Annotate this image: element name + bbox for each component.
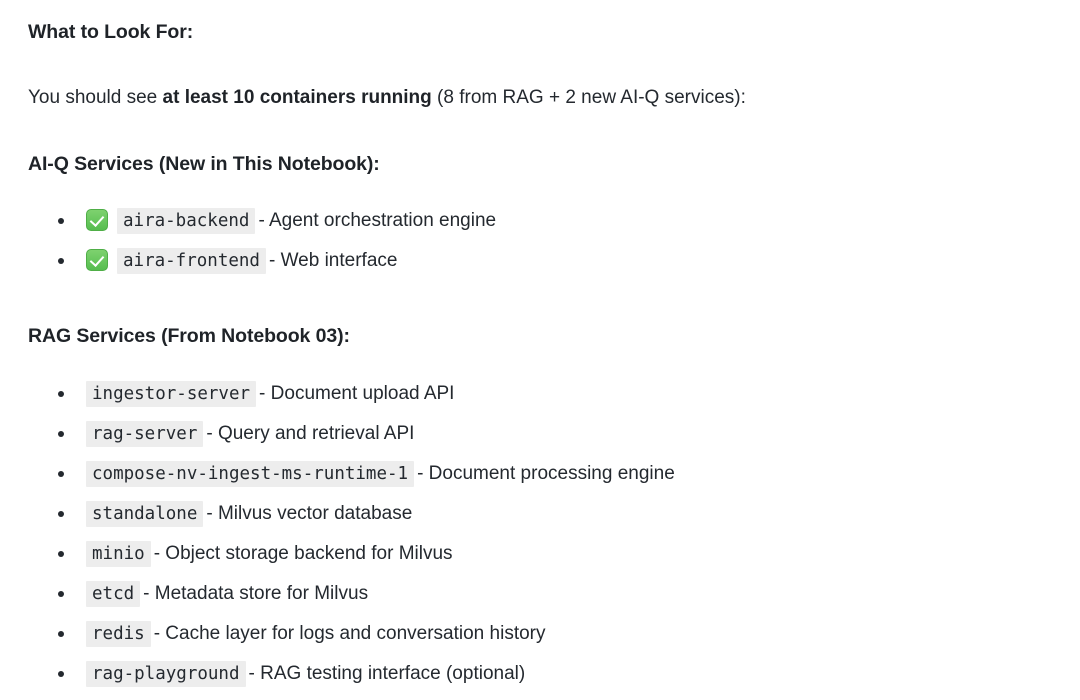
aiq-service-list: aira-backend- Agent orchestration engine… bbox=[28, 201, 1052, 281]
list-item: ingestor-server- Document upload API bbox=[28, 374, 1052, 414]
intro-paragraph: You should see at least 10 containers ru… bbox=[28, 85, 1052, 111]
service-description: - Document upload API bbox=[259, 382, 455, 404]
list-item: aira-frontend- Web interface bbox=[28, 241, 1052, 281]
service-description: - Web interface bbox=[268, 250, 398, 272]
intro-prefix: You should see bbox=[28, 87, 163, 109]
service-description: - Query and retrieval API bbox=[206, 422, 415, 444]
intro-emphasis: at least 10 containers running bbox=[162, 87, 432, 109]
service-name-code: aira-frontend bbox=[117, 248, 266, 275]
section-heading-rag: RAG Services (From Notebook 03): bbox=[28, 325, 350, 348]
service-name-code: minio bbox=[86, 540, 151, 567]
service-name-code: standalone bbox=[86, 500, 204, 527]
service-description: - Document processing engine bbox=[417, 462, 675, 484]
service-description: - Milvus vector database bbox=[206, 502, 413, 524]
list-item: redis- Cache layer for logs and conversa… bbox=[28, 614, 1052, 654]
intro-suffix: (8 from RAG + 2 new AI-Q services): bbox=[431, 87, 746, 109]
service-description: - Object storage backend for Milvus bbox=[153, 542, 453, 564]
section-heading-aiq: AI-Q Services (New in This Notebook): bbox=[28, 152, 380, 175]
service-description: - Metadata store for Milvus bbox=[143, 582, 369, 604]
service-description: - RAG testing interface (optional) bbox=[248, 662, 526, 684]
white-check-mark-icon bbox=[86, 249, 108, 272]
service-name-code: etcd bbox=[86, 580, 141, 607]
page-title: What to Look For: bbox=[28, 21, 194, 43]
list-item: minio- Object storage backend for Milvus bbox=[28, 534, 1052, 574]
service-name-code: compose-nv-ingest-ms-runtime-1 bbox=[86, 460, 415, 487]
service-name-code: rag-server bbox=[86, 420, 204, 447]
service-name-code: aira-backend bbox=[117, 208, 256, 235]
list-item: etcd- Metadata store for Milvus bbox=[28, 574, 1052, 614]
service-name-code: rag-playground bbox=[86, 660, 246, 687]
list-item: compose-nv-ingest-ms-runtime-1- Document… bbox=[28, 454, 1052, 494]
list-item: rag-server- Query and retrieval API bbox=[28, 414, 1052, 454]
list-item: rag-playground- RAG testing interface (o… bbox=[28, 654, 1052, 694]
white-check-mark-icon bbox=[86, 209, 108, 232]
rag-service-list: ingestor-server- Document upload API rag… bbox=[28, 374, 1052, 694]
list-item: aira-backend- Agent orchestration engine bbox=[28, 201, 1052, 241]
service-name-code: ingestor-server bbox=[86, 380, 257, 407]
service-name-code: redis bbox=[86, 620, 151, 647]
service-description: - Cache layer for logs and conversation … bbox=[153, 622, 546, 644]
list-item: standalone- Milvus vector database bbox=[28, 494, 1052, 534]
service-description: - Agent orchestration engine bbox=[258, 210, 497, 232]
